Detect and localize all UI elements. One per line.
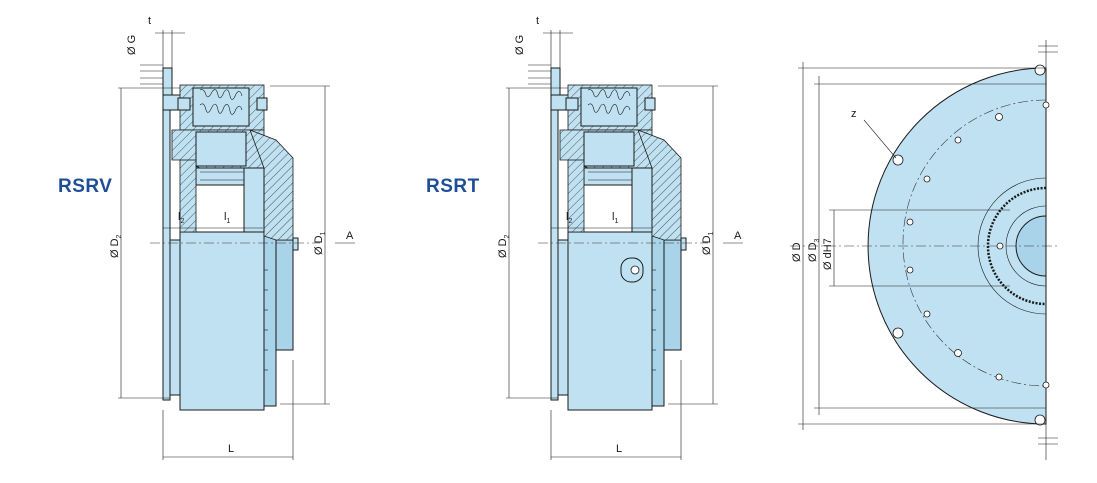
- z-label: z: [851, 108, 857, 120]
- rsrv-l1-label: l1: [224, 211, 230, 225]
- model-label-rsrt: RSRT: [426, 176, 480, 197]
- rsrt-inspection-port: [620, 257, 644, 283]
- rsrv-d2-label: Ø D2: [109, 234, 123, 258]
- rsrv-l-label: L: [228, 443, 234, 455]
- model-label-rsrv: RSRV: [58, 176, 113, 197]
- rsrv-t-label: t: [148, 15, 151, 27]
- rsrv-d1-label: Ø D1: [313, 231, 327, 255]
- bolt-holes: [892, 64, 1050, 426]
- rsrt-side-view: t Ø G Ø D2 l2 l1 Ø D1 A L: [497, 15, 743, 460]
- rsrt-t-label: t: [536, 15, 539, 27]
- dh7-label: Ø dH7: [822, 238, 834, 270]
- rsrt-l2-label: l2: [566, 211, 572, 225]
- rsrt-d1-label: Ø D1: [701, 231, 715, 255]
- d3-label: Ø D3: [807, 238, 821, 262]
- rsrt-a-label: A: [734, 230, 742, 242]
- rsrt-l1-label: l1: [612, 211, 618, 225]
- rsrt-g-label: Ø G: [514, 35, 526, 55]
- d-label: Ø D: [791, 242, 803, 262]
- rsrt-l-label: L: [616, 443, 622, 455]
- rsrv-l2-label: l2: [178, 211, 184, 225]
- rsrv-a-label: A: [346, 230, 354, 242]
- rsrv-side-view: t Ø G Ø D2 l2 l1 Ø D1 A L: [109, 15, 355, 460]
- rsrt-d2-label: Ø D2: [497, 234, 511, 258]
- rsrv-g-label: Ø G: [126, 35, 138, 55]
- front-view: z Ø D Ø D3 Ø dH7: [790, 40, 1060, 460]
